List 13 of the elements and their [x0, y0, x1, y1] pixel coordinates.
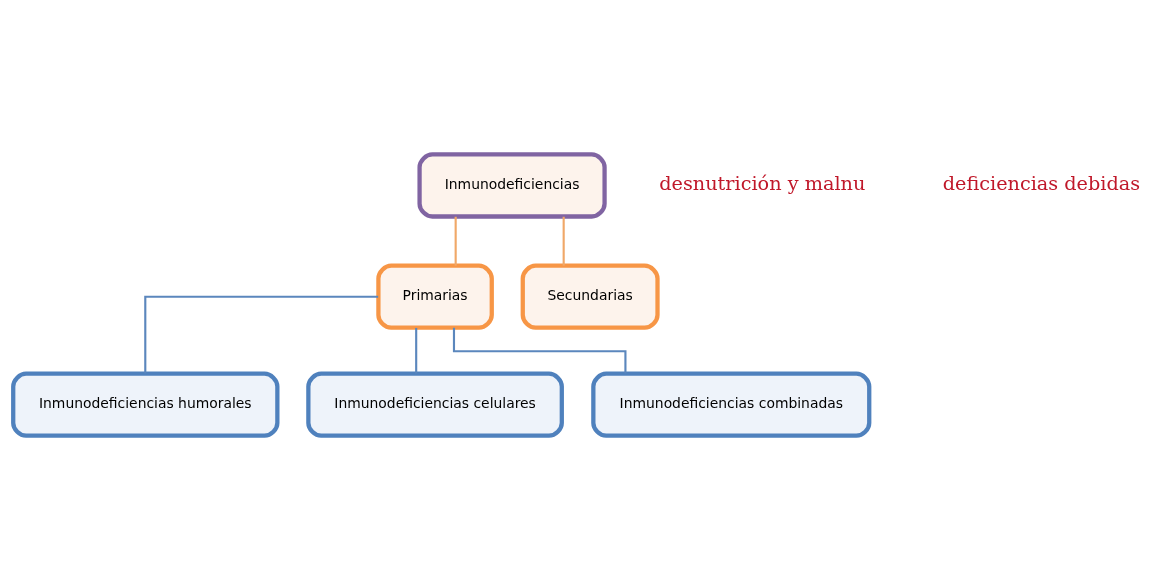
node-box: Secundarias: [520, 263, 660, 330]
label: desnutrición y malnu: [659, 172, 866, 196]
node-box: Inmunodeficiencias: [417, 152, 607, 219]
connector: [415, 327, 418, 374]
node-box: Inmunodeficiencias combinadas: [591, 371, 872, 438]
node-box: Inmunodeficiencias humorales: [11, 371, 280, 438]
node-box: Inmunodeficiencias celulares: [306, 371, 564, 438]
label: deficiencias debidas: [942, 172, 1141, 196]
connector: [454, 216, 457, 266]
connector: [562, 216, 565, 266]
connector: [144, 295, 379, 374]
node-box: Primarias: [376, 263, 494, 330]
connector: [452, 327, 627, 374]
